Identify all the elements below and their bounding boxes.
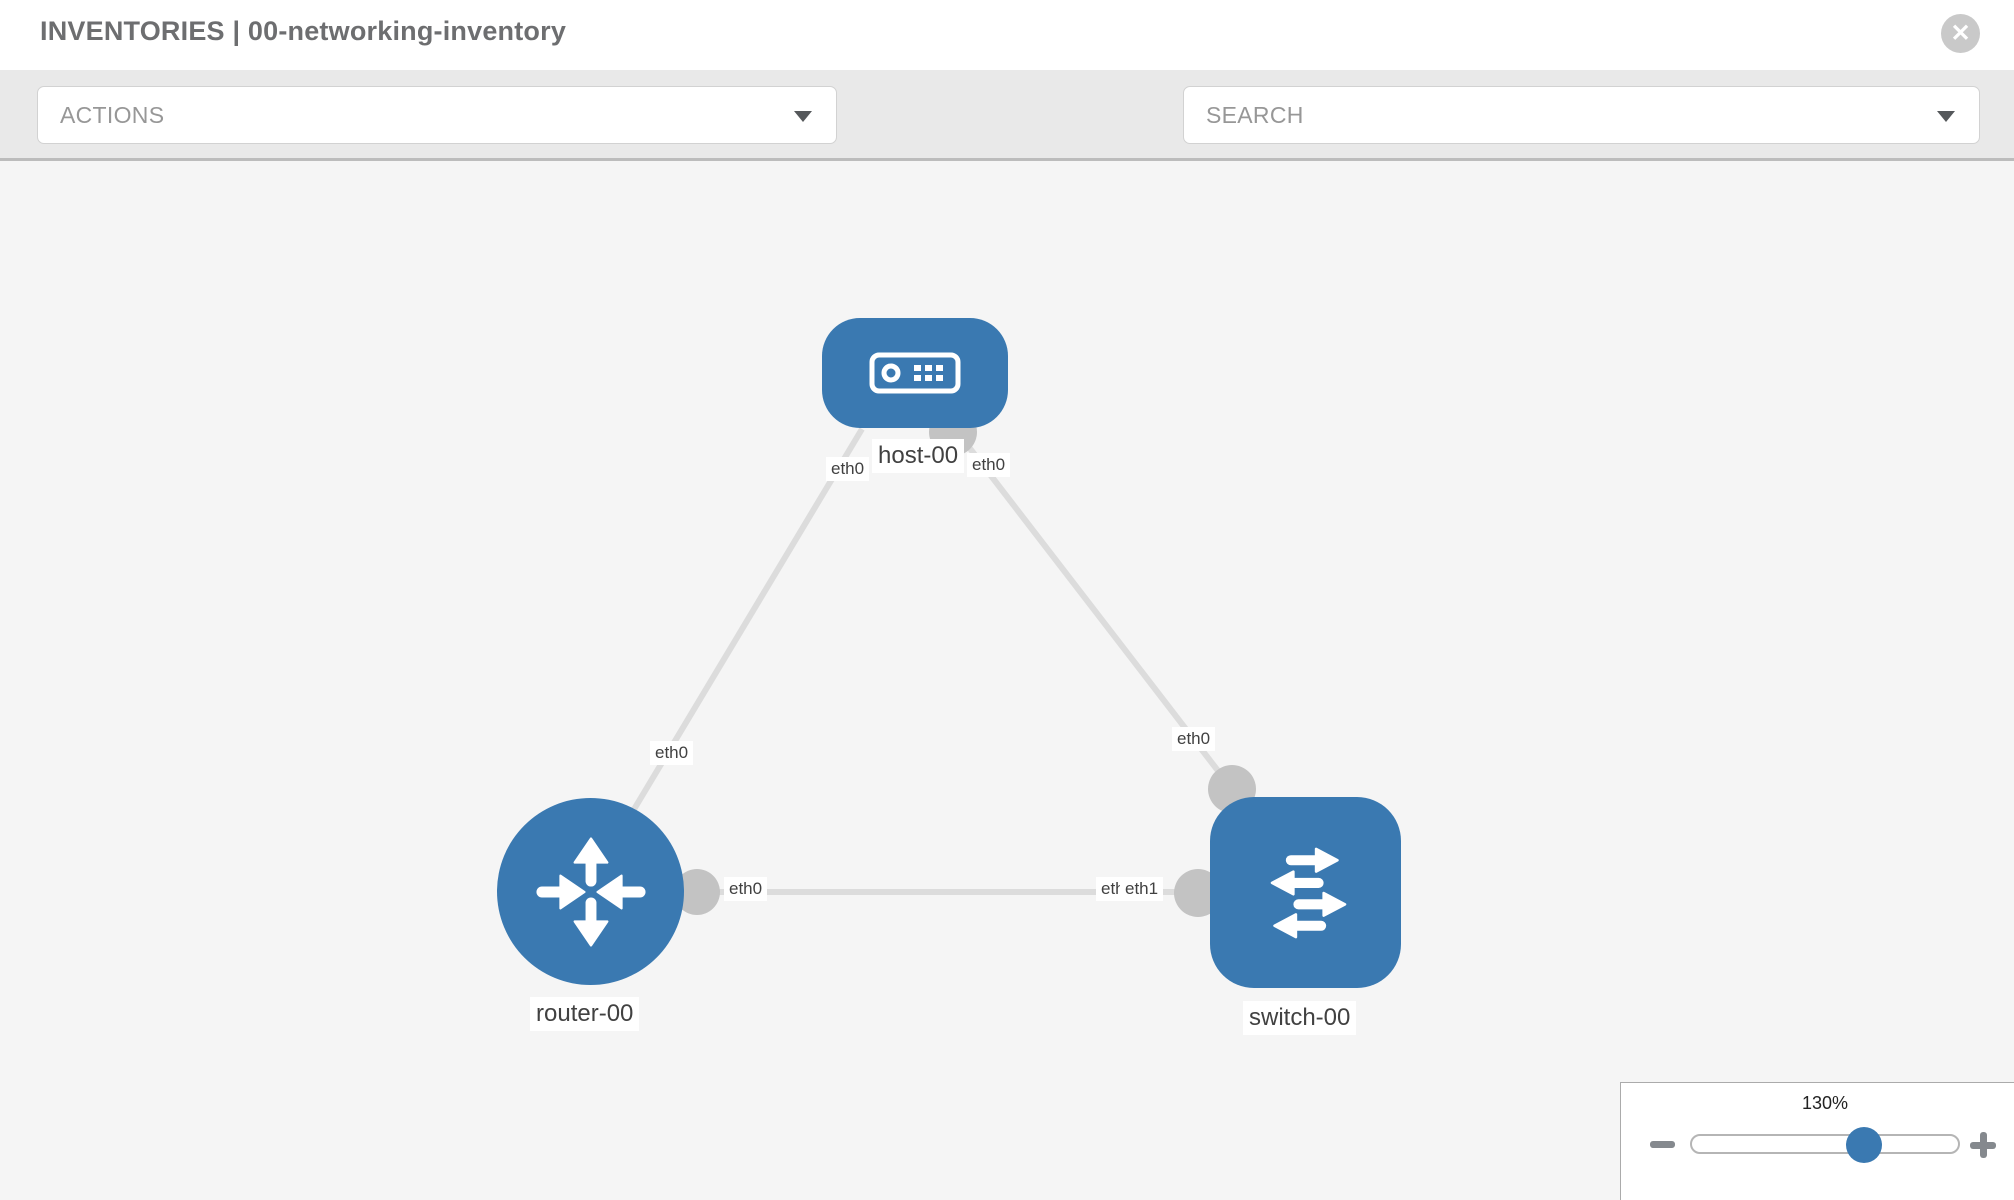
actions-dropdown[interactable]: ACTIONS <box>37 86 837 144</box>
plus-icon-bar <box>1980 1132 1987 1158</box>
close-icon-glyph: ✕ <box>1950 19 1971 47</box>
port-label: eth0 <box>967 453 1011 477</box>
zoom-in-plus-icon[interactable] <box>1970 1132 1996 1158</box>
router-icon <box>535 836 646 947</box>
chevron-down-icon <box>794 111 812 122</box>
node-router-00[interactable] <box>497 798 684 985</box>
node-label-router: router-00 <box>530 997 640 1031</box>
host-icon <box>869 352 961 394</box>
toolbar: ACTIONS SEARCH <box>0 70 2014 204</box>
node-label-switch: switch-00 <box>1243 1001 1357 1035</box>
port-label: eth0 <box>1172 727 1216 751</box>
zoom-slider-thumb[interactable] <box>1846 1127 1882 1163</box>
search-dropdown[interactable]: SEARCH <box>1183 86 1980 144</box>
header: INVENTORIES | 00-networking-inventory ✕ <box>0 0 2014 70</box>
page-title: INVENTORIES | 00-networking-inventory <box>40 16 567 46</box>
node-switch-00[interactable] <box>1210 797 1401 988</box>
close-icon[interactable]: ✕ <box>1941 14 1980 53</box>
interface-dot-router <box>674 869 720 915</box>
port-label: eth0 <box>826 457 870 481</box>
topology-canvas[interactable]: host-00 router-00 switch-00 eth0 eth0 et… <box>0 161 2014 1200</box>
node-label-host: host-00 <box>872 439 965 473</box>
topology-links <box>590 408 1305 917</box>
search-dropdown-label: SEARCH <box>1206 101 1304 128</box>
port-label: eth0 <box>650 741 694 765</box>
zoom-slider-track[interactable] <box>1690 1134 1960 1154</box>
node-host-00[interactable] <box>822 318 1008 428</box>
zoom-level-value: 130% <box>1801 1093 1849 1113</box>
actions-dropdown-label: ACTIONS <box>60 101 165 128</box>
port-label: eth0 <box>724 877 768 901</box>
switch-icon <box>1270 847 1346 938</box>
port-label: eth1 <box>1120 877 1164 901</box>
zoom-control-panel: 130% <box>1620 1082 2014 1200</box>
zoom-out-minus-icon[interactable] <box>1650 1141 1675 1148</box>
chevron-down-icon <box>1937 111 1955 122</box>
